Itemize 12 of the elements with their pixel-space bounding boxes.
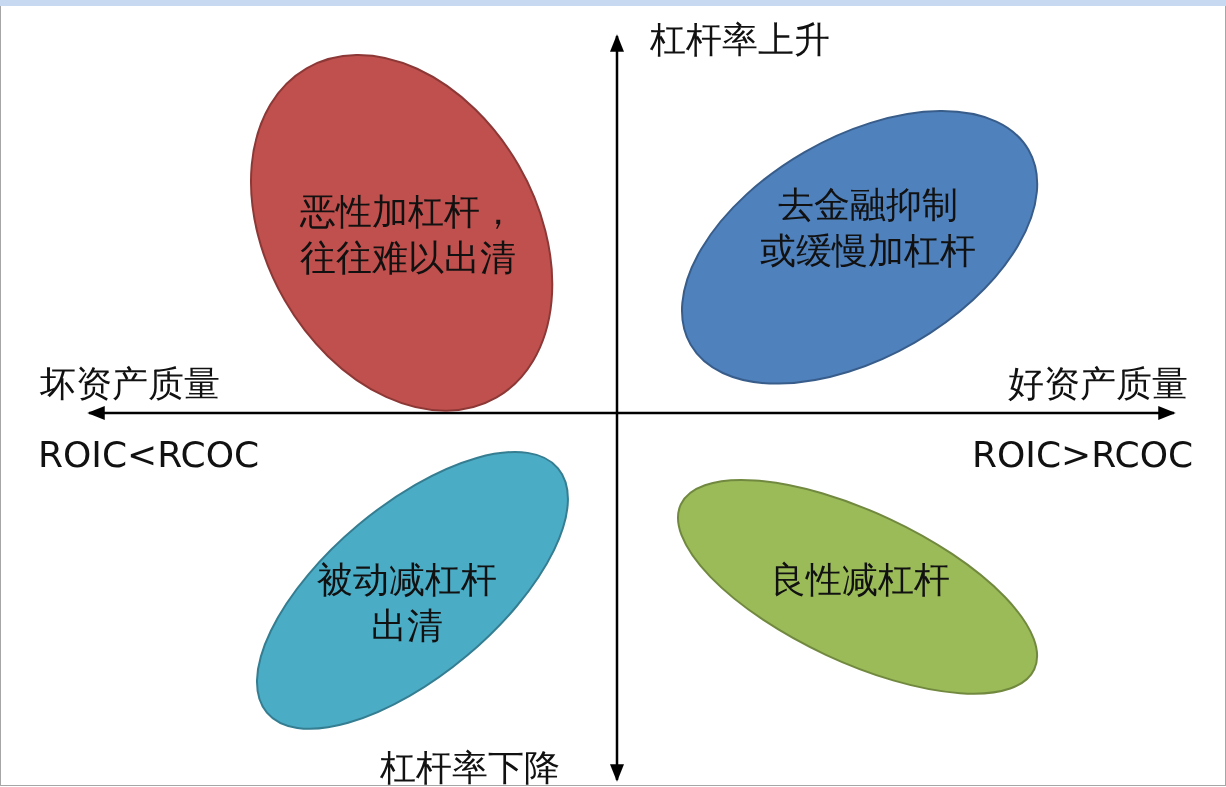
axis-label: ROIC>RCOC	[972, 437, 1194, 473]
axis-label: 好资产质量	[1008, 366, 1188, 402]
axis-label: ROIC<RCOC	[38, 437, 260, 473]
quadrant-ellipse	[256, 451, 568, 729]
quadrant-ellipse	[251, 55, 553, 411]
quadrant-label: 被动减杠杆出清	[317, 557, 497, 648]
quadrant-label: 去金融抑制或缓慢加杠杆	[760, 182, 976, 273]
quadrant-ellipse	[678, 480, 1038, 694]
axis-label: 杠杆率上升	[650, 22, 830, 58]
quadrant-label: 良性减杠杆	[770, 557, 950, 602]
quadrant-label: 恶性加杠杆，往往难以出清	[300, 189, 516, 280]
axis-label: 坏资产质量	[40, 366, 220, 402]
